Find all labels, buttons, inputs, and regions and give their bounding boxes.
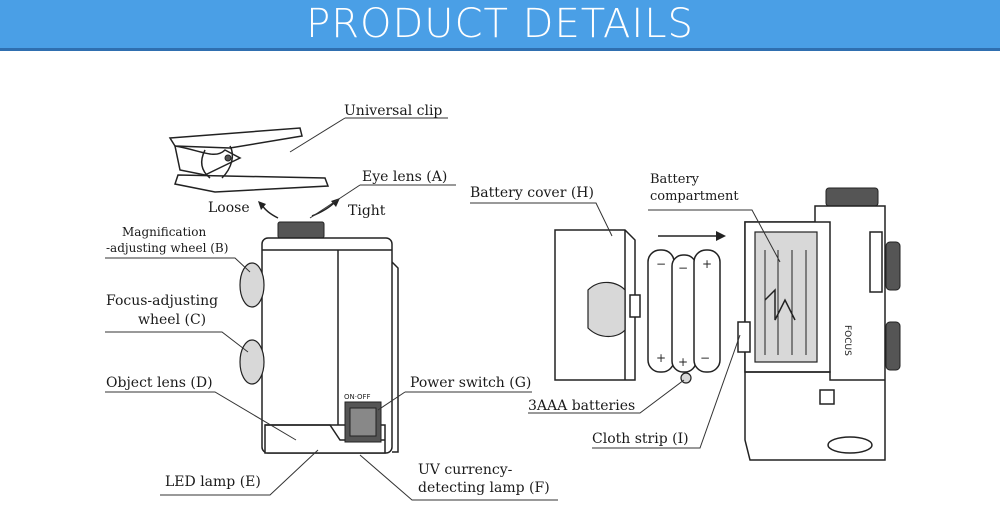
label-battery-compartment-2: compartment — [650, 189, 739, 204]
label-focus-2: wheel (C) — [138, 312, 207, 328]
label-focus-side: FOCUS — [842, 325, 852, 356]
cloth-strip-drawing — [737, 321, 751, 353]
leader-universal-clip — [289, 117, 346, 153]
insert-arrow-head — [716, 231, 726, 241]
leader-battery-compartment — [648, 209, 781, 263]
universal-clip-drawing — [168, 127, 330, 193]
magnification-wheel-drawing — [239, 262, 265, 308]
leader-cloth-strip — [592, 334, 741, 449]
label-battery-compartment-1: Battery — [650, 172, 700, 187]
label-led-lamp: LED lamp (E) — [165, 474, 261, 490]
svg-text:+: + — [656, 351, 666, 365]
leader-eye-lens — [309, 184, 361, 219]
leader-battery-cover — [470, 202, 613, 237]
loose-arrow-head — [258, 201, 266, 210]
leader-led-lamp — [160, 449, 319, 496]
label-power-switch: Power switch (G) — [410, 375, 532, 391]
leader-focus — [105, 331, 249, 353]
leader-uv-lamp — [359, 454, 558, 501]
right-wheel-top — [885, 241, 901, 291]
label-magnification-1: Magnification — [122, 225, 207, 239]
leader-object-lens — [105, 391, 297, 441]
label-universal-clip: Universal clip — [344, 103, 443, 119]
label-batteries: 3AAA batteries — [528, 398, 636, 414]
svg-text:−: − — [678, 261, 688, 275]
label-tight: Tight — [348, 203, 386, 219]
right-wheel-bottom — [885, 321, 901, 371]
leader-magnification — [105, 257, 251, 273]
svg-text:+: + — [678, 355, 688, 369]
batteries-drawing: − − + + + − — [647, 249, 721, 384]
label-object-lens: Object lens (D) — [106, 375, 213, 391]
microscope-body-open — [737, 187, 901, 461]
page-title: PRODUCT DETAILS — [306, 1, 694, 47]
leader-batteries — [528, 379, 685, 414]
svg-text:ON·OFF: ON·OFF — [344, 393, 371, 401]
battery-cover-drawing — [554, 229, 641, 381]
loose-arrow — [261, 204, 279, 219]
svg-text:−: − — [700, 351, 710, 365]
label-uv-lamp-1: UV currency- — [418, 462, 513, 478]
focus-wheel-drawing — [239, 339, 265, 385]
label-loose: Loose — [208, 200, 250, 216]
label-eye-lens: Eye lens (A) — [362, 169, 448, 185]
label-cloth-strip: Cloth strip (I) — [592, 431, 689, 447]
header-banner — [0, 0, 1000, 48]
leader-power-switch — [377, 391, 406, 411]
svg-text:+: + — [702, 257, 712, 271]
header-underline — [0, 48, 1000, 51]
svg-text:−: − — [656, 257, 666, 271]
label-magnification-2: -adjusting wheel (B) — [106, 241, 229, 255]
label-focus-1: Focus-adjusting — [106, 293, 219, 309]
label-uv-lamp-2: detecting lamp (F) — [418, 480, 550, 496]
label-battery-cover: Battery cover (H) — [470, 185, 594, 201]
microscope-body-front: ON·OFF — [239, 221, 399, 454]
